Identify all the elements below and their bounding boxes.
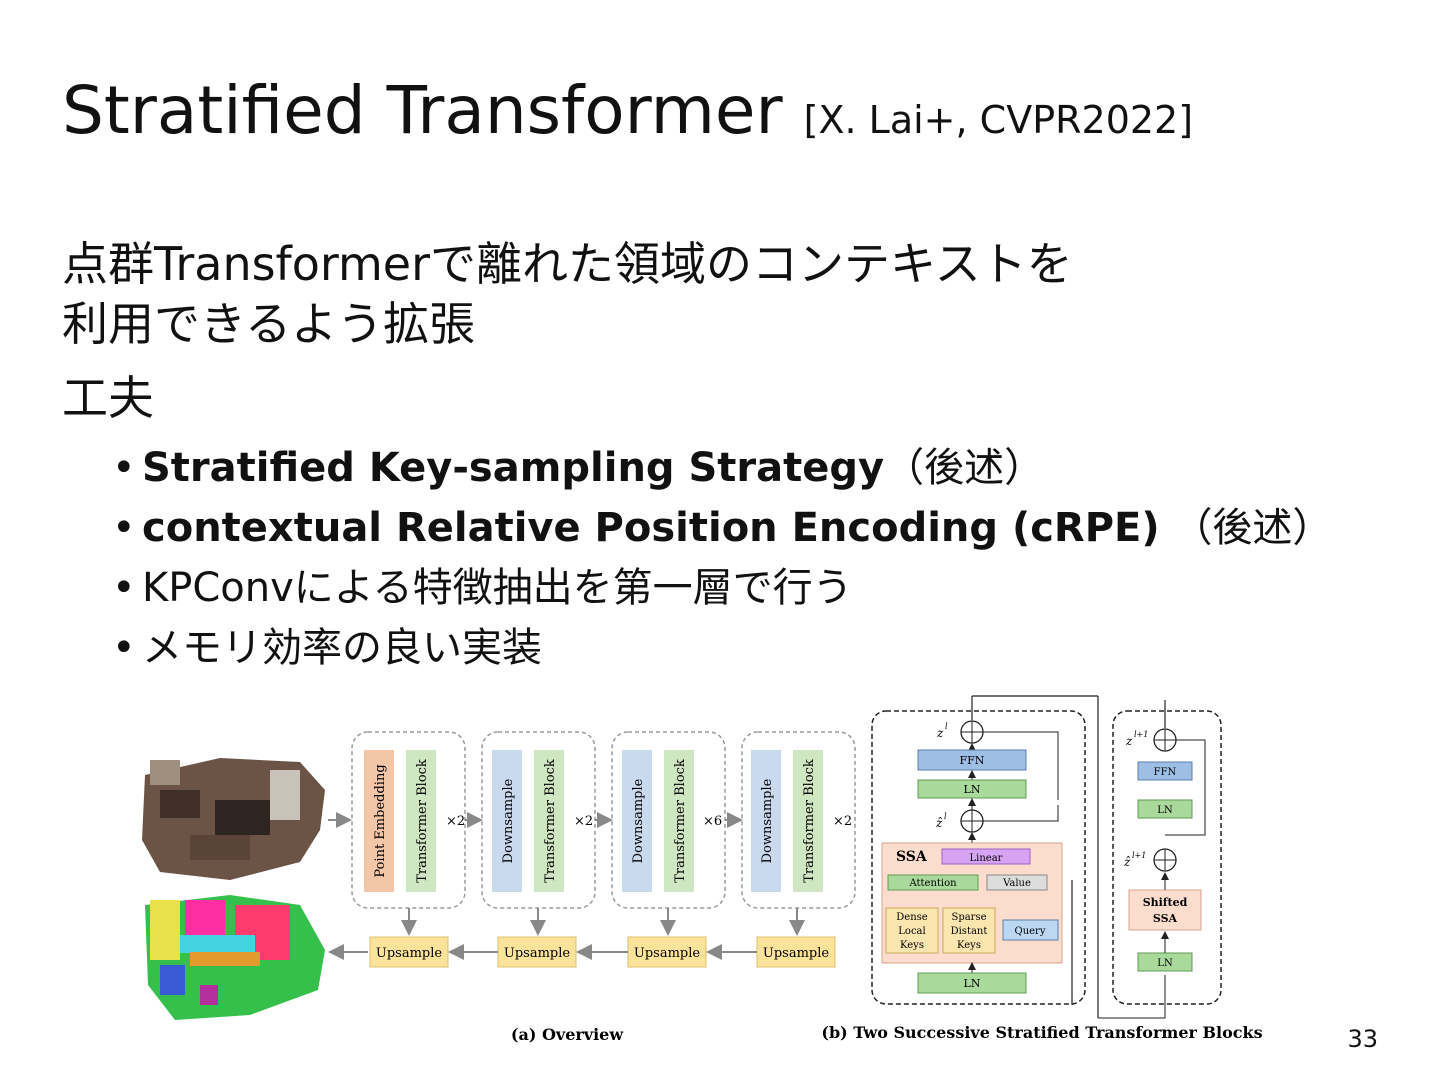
svg-text:Upsample: Upsample: [376, 946, 443, 961]
upsample-row: Upsample Upsample Upsample Upsample: [369, 936, 836, 968]
svg-text:l+1: l+1: [1132, 851, 1146, 860]
stratified-block-1: z l FFN LN ẑ l SSA Linear Attention Valu…: [871, 695, 1099, 1018]
stage-label: Transformer Block: [673, 759, 688, 883]
svg-text:FFN: FFN: [960, 754, 985, 767]
stage-1: Point Embedding Transformer Block ×2: [351, 731, 466, 909]
stage-label: Downsample: [631, 778, 646, 863]
svg-text:LN: LN: [1157, 958, 1173, 969]
bullet-item: •Stratified Key-sampling Strategy（後述）: [112, 445, 1045, 491]
overview-caption: (a) Overview: [511, 1025, 624, 1044]
stratified-block-2: z l+1 FFN LN ẑ l+1 Shifted SSA LN: [1098, 700, 1222, 1019]
ln-box: [917, 972, 1027, 994]
svg-text:Upsample: Upsample: [504, 946, 571, 961]
bullet-list: •Stratified Key-sampling Strategy（後述） •c…: [112, 438, 1332, 678]
repeat-label: ×6: [703, 814, 722, 829]
svg-text:Dense: Dense: [896, 912, 928, 923]
svg-text:Value: Value: [1002, 878, 1031, 889]
downsample-box: [622, 750, 652, 892]
page-number: 33: [1347, 1025, 1378, 1053]
svg-text:LN: LN: [1157, 805, 1173, 816]
linear-box: [941, 848, 1031, 865]
title-citation: [X. Lai+, CVPR2022]: [803, 98, 1194, 142]
svg-text:Upsample: Upsample: [763, 946, 830, 961]
repeat-label: ×2: [574, 814, 593, 829]
blocks-caption: (b) Two Successive Stratified Transforme…: [821, 1023, 1262, 1042]
shifted-ssa-box: [1128, 889, 1202, 931]
downsample-box: [751, 750, 781, 892]
svg-text:SSA: SSA: [896, 849, 928, 865]
sparse-distant-keys-box: [942, 907, 996, 954]
transformer-block-box: [534, 750, 564, 892]
stage-label: Transformer Block: [543, 759, 558, 883]
svg-text:Attention: Attention: [908, 878, 957, 889]
stage-4: Downsample Transformer Block ×2: [741, 731, 856, 909]
svg-text:z: z: [1125, 734, 1133, 748]
value-box: [986, 874, 1048, 891]
svg-text:Sparse: Sparse: [951, 912, 986, 923]
stage-3: Downsample Transformer Block ×6: [611, 731, 726, 909]
stage-label: Transformer Block: [802, 759, 817, 883]
attention-box: [887, 874, 979, 891]
svg-text:l: l: [944, 812, 947, 821]
stage-label: Downsample: [760, 778, 775, 863]
svg-text:Keys: Keys: [957, 940, 981, 951]
dense-local-keys-box: [885, 907, 939, 954]
svg-text:Query: Query: [1015, 926, 1046, 937]
downsample-box: [492, 750, 522, 892]
intro-line-1: 点群Transformerで離れた領域のコンテキストを: [62, 237, 1073, 291]
upsample-box: [369, 936, 449, 968]
svg-text:Distant: Distant: [951, 926, 988, 937]
ln-box: [1137, 799, 1193, 819]
upsample-box: [756, 936, 836, 968]
query-box: [1002, 919, 1059, 941]
repeat-label: ×2: [833, 814, 852, 829]
intro-line-2: 利用できるよう拡張: [62, 297, 476, 351]
svg-text:ẑ: ẑ: [1123, 855, 1131, 869]
kufu-heading: 工夫: [62, 371, 154, 425]
bullet-item: •メモリ効率の良い実装: [112, 625, 542, 671]
svg-text:Local: Local: [898, 926, 925, 937]
svg-text:Keys: Keys: [900, 940, 924, 951]
transformer-block-box: [406, 750, 436, 892]
svg-text:z: z: [936, 726, 944, 740]
svg-text:Upsample: Upsample: [634, 946, 701, 961]
bullet-item: •contextual Relative Position Encoding (…: [112, 505, 1333, 551]
svg-text:LN: LN: [964, 783, 981, 796]
svg-text:Linear: Linear: [970, 853, 1003, 864]
svg-text:l: l: [945, 722, 948, 731]
point-embedding-box: [364, 750, 394, 892]
bullet-item: •KPConvによる特徴抽出を第一層で行う: [112, 565, 853, 611]
point-cloud-segmentation-image: [145, 895, 325, 1020]
svg-text:SSA: SSA: [1153, 912, 1178, 925]
transformer-block-box: [793, 750, 823, 892]
svg-text:l+1: l+1: [1134, 730, 1148, 739]
stage-label: Transformer Block: [415, 759, 430, 883]
svg-text:Shifted: Shifted: [1143, 896, 1188, 909]
point-cloud-input-image: [142, 758, 325, 880]
transformer-block-box: [664, 750, 694, 892]
repeat-label: ×2: [446, 814, 465, 829]
ffn-box: [1137, 761, 1193, 781]
svg-text:ẑ: ẑ: [935, 816, 943, 830]
title-main: Stratified Transformer: [62, 72, 783, 149]
slide-title: Stratified Transformer [X. Lai+, CVPR202…: [62, 78, 1193, 144]
stage-label: Downsample: [501, 778, 516, 863]
stage-label: Point Embedding: [373, 764, 388, 877]
stage-2: Downsample Transformer Block ×2: [481, 731, 596, 909]
svg-text:LN: LN: [964, 977, 981, 990]
svg-text:FFN: FFN: [1154, 767, 1177, 778]
